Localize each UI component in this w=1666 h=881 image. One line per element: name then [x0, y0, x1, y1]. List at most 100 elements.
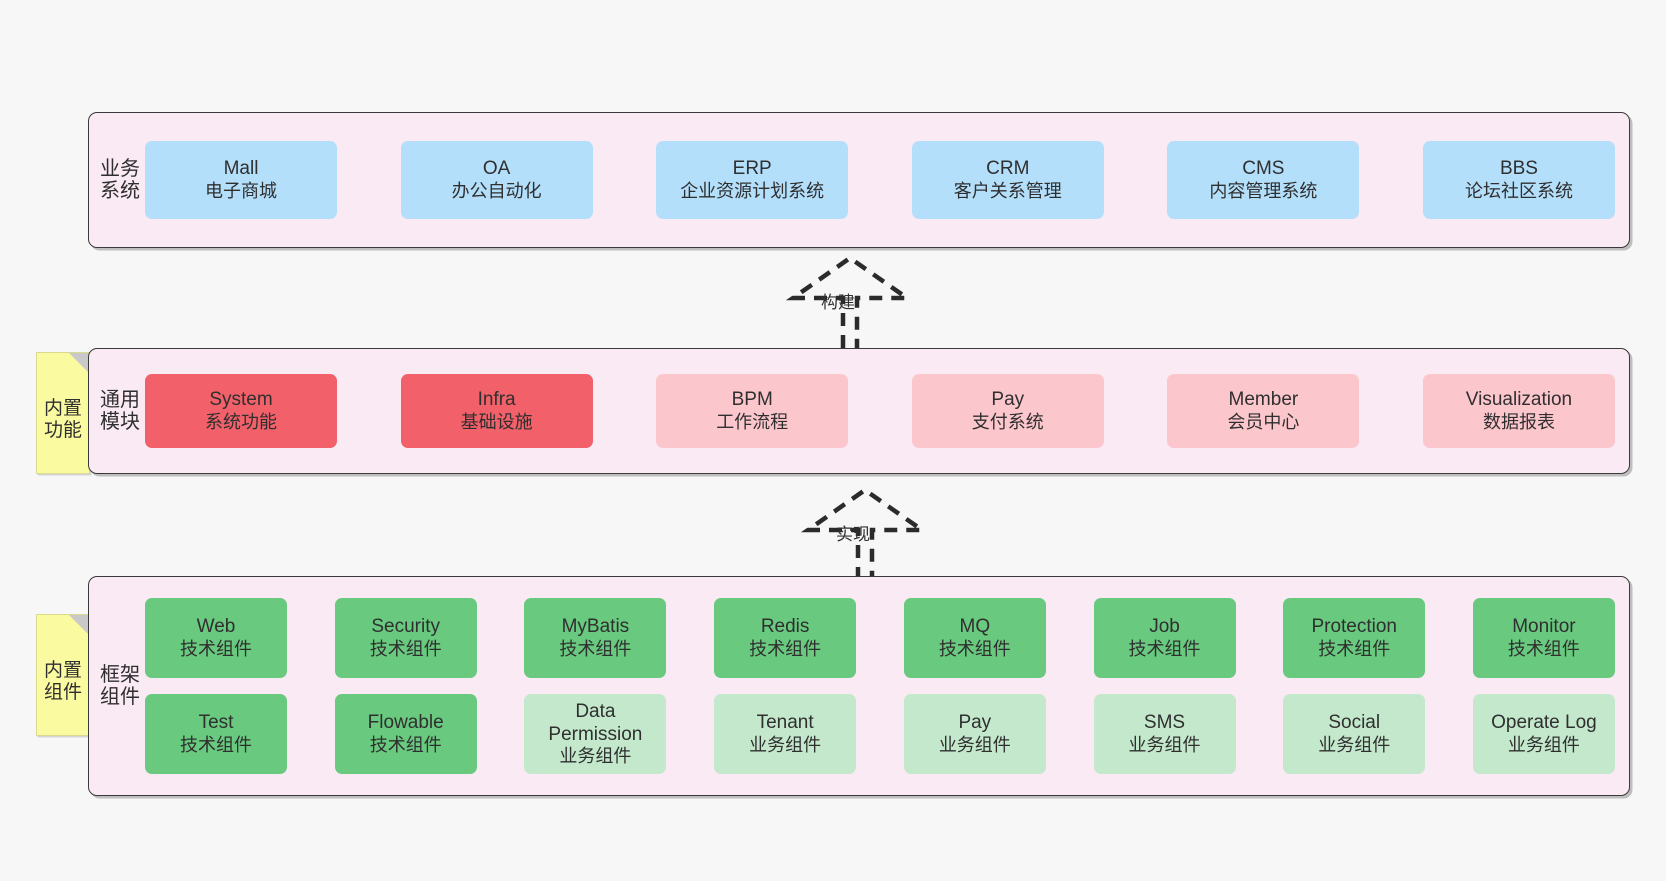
card-pay-module[interactable]: Pay 支付系统 — [911, 374, 1104, 448]
card-bpm-desc: 工作流程 — [716, 411, 789, 432]
note-builtin-features-label: 内置功能 — [43, 398, 82, 441]
connector-implement-label: 实现 — [836, 525, 870, 544]
card-mq-name: MQ — [959, 616, 991, 638]
card-tenant[interactable]: Tenant 业务组件 — [714, 694, 857, 774]
card-mall[interactable]: Mall 电子商城 — [145, 141, 337, 219]
card-mybatis-name: MyBatis — [561, 616, 630, 638]
tier-common-modules: 通用模块 System 系统功能 Infra 基础设施 BPM 工作流程 Pay — [88, 348, 1630, 474]
framework-column: Security 技术组件 Flowable 技术组件 — [334, 598, 477, 774]
connector-build-arrow-icon — [785, 255, 915, 348]
card-operate-log-desc: 业务组件 — [1507, 734, 1580, 755]
card-bbs-desc: 论坛社区系统 — [1464, 180, 1573, 201]
card-system-desc: 系统功能 — [205, 411, 277, 432]
card-web-desc: 技术组件 — [180, 638, 252, 659]
card-crm-desc: 客户关系管理 — [953, 180, 1062, 201]
tier-body-framework-components: Web 技术组件 Test 技术组件 Security 技术组件 F — [141, 577, 1629, 795]
connector-implement: 实现 — [750, 484, 980, 584]
card-system-name: System — [209, 389, 273, 411]
card-data-permission-name: Data Permission — [548, 700, 643, 746]
card-pay-component-desc: 业务组件 — [938, 734, 1011, 755]
card-visualization[interactable]: Visualization 数据报表 — [1422, 374, 1615, 448]
card-cms-desc: 内容管理系统 — [1209, 180, 1318, 201]
card-web[interactable]: Web 技术组件 — [145, 598, 287, 678]
card-redis[interactable]: Redis 技术组件 — [714, 598, 857, 678]
card-security[interactable]: Security 技术组件 — [334, 598, 477, 678]
card-protection[interactable]: Protection 技术组件 — [1283, 598, 1426, 678]
card-social-desc: 业务组件 — [1318, 734, 1391, 755]
card-member[interactable]: Member 会员中心 — [1167, 374, 1360, 448]
card-visualization-name: Visualization — [1465, 389, 1573, 411]
card-job[interactable]: Job 技术组件 — [1093, 598, 1236, 678]
card-flowable-name: Flowable — [367, 712, 444, 734]
tier-body-common-modules: System 系统功能 Infra 基础设施 BPM 工作流程 Pay 支付系统… — [141, 349, 1629, 473]
card-oa[interactable]: OA 办公自动化 — [400, 141, 593, 219]
card-tenant-name: Tenant — [756, 712, 814, 734]
card-operate-log-name: Operate Log — [1491, 712, 1597, 734]
card-protection-desc: 技术组件 — [1318, 638, 1391, 659]
framework-components-grid: Web 技术组件 Test 技术组件 Security 技术组件 F — [145, 598, 1615, 774]
card-job-name: Job — [1149, 616, 1180, 638]
card-pay-component-name: Pay — [958, 712, 992, 734]
card-job-desc: 技术组件 — [1128, 638, 1201, 659]
tier-framework-components: 框架组件 Web 技术组件 Test 技术组件 Se — [88, 576, 1630, 796]
card-social-name: Social — [1328, 712, 1381, 734]
card-test-desc: 技术组件 — [180, 734, 252, 755]
framework-column: Job 技术组件 SMS 业务组件 — [1093, 598, 1236, 774]
card-pay-component[interactable]: Pay 业务组件 — [903, 694, 1046, 774]
note-builtin-components-label: 内置组件 — [43, 660, 82, 703]
card-data-permission[interactable]: Data Permission 业务组件 — [524, 694, 667, 774]
card-bpm[interactable]: BPM 工作流程 — [656, 374, 849, 448]
card-mall-desc: 电子商城 — [205, 180, 277, 201]
framework-column: Redis 技术组件 Tenant 业务组件 — [714, 598, 857, 774]
card-bbs-name: BBS — [1499, 158, 1538, 180]
card-mall-name: Mall — [223, 158, 259, 180]
card-visualization-desc: 数据报表 — [1482, 411, 1555, 432]
framework-column: MyBatis 技术组件 Data Permission 业务组件 — [524, 598, 667, 774]
card-infra[interactable]: Infra 基础设施 — [400, 374, 593, 448]
card-protection-name: Protection — [1311, 616, 1397, 638]
tier-title-business-systems: 业务系统 — [100, 157, 140, 202]
connector-implement-arrow-icon — [800, 487, 930, 580]
card-mybatis-desc: 技术组件 — [559, 638, 632, 659]
framework-column: Protection 技术组件 Social 业务组件 — [1283, 598, 1426, 774]
business-systems-row: Mall 电子商城 OA 办公自动化 ERP 企业资源计划系统 CRM 客户关系… — [145, 141, 1615, 219]
note-builtin-components: 内置组件 — [36, 614, 90, 736]
card-member-name: Member — [1228, 389, 1299, 411]
card-tenant-desc: 业务组件 — [749, 734, 822, 755]
card-mq[interactable]: MQ 技术组件 — [903, 598, 1046, 678]
tier-title-common-modules: 通用模块 — [100, 388, 140, 433]
note-fold-icon — [69, 615, 89, 635]
card-erp-desc: 企业资源计划系统 — [680, 180, 825, 201]
connector-build: 构建 — [735, 252, 965, 352]
card-security-name: Security — [371, 616, 441, 638]
tier-title-framework-components: 框架组件 — [100, 663, 140, 708]
card-social[interactable]: Social 业务组件 — [1283, 694, 1426, 774]
card-monitor[interactable]: Monitor 技术组件 — [1472, 598, 1615, 678]
card-infra-name: Infra — [477, 389, 516, 411]
card-flowable[interactable]: Flowable 技术组件 — [334, 694, 477, 774]
card-flowable-desc: 技术组件 — [369, 734, 442, 755]
card-infra-desc: 基础设施 — [460, 411, 533, 432]
card-bbs[interactable]: BBS 论坛社区系统 — [1422, 141, 1615, 219]
card-crm[interactable]: CRM 客户关系管理 — [911, 141, 1104, 219]
card-web-name: Web — [196, 616, 236, 638]
tier-body-business-systems: Mall 电子商城 OA 办公自动化 ERP 企业资源计划系统 CRM 客户关系… — [141, 113, 1629, 247]
card-redis-desc: 技术组件 — [749, 638, 822, 659]
card-member-desc: 会员中心 — [1227, 411, 1300, 432]
framework-column: MQ 技术组件 Pay 业务组件 — [903, 598, 1046, 774]
framework-column: Monitor 技术组件 Operate Log 业务组件 — [1472, 598, 1615, 774]
card-system[interactable]: System 系统功能 — [145, 374, 337, 448]
card-data-permission-desc: 业务组件 — [559, 746, 632, 767]
card-pay-module-name: Pay — [991, 389, 1025, 411]
card-operate-log[interactable]: Operate Log 业务组件 — [1472, 694, 1615, 774]
card-mybatis[interactable]: MyBatis 技术组件 — [524, 598, 667, 678]
card-pay-module-desc: 支付系统 — [971, 411, 1044, 432]
card-cms[interactable]: CMS 内容管理系统 — [1167, 141, 1360, 219]
tier-business-systems: 业务系统 Mall 电子商城 OA 办公自动化 ERP 企业资源计划系统 CRM — [88, 112, 1630, 248]
connector-build-label: 构建 — [821, 293, 855, 312]
card-erp[interactable]: ERP 企业资源计划系统 — [656, 141, 849, 219]
card-test-name: Test — [198, 712, 234, 734]
card-sms[interactable]: SMS 业务组件 — [1093, 694, 1236, 774]
card-test[interactable]: Test 技术组件 — [145, 694, 287, 774]
